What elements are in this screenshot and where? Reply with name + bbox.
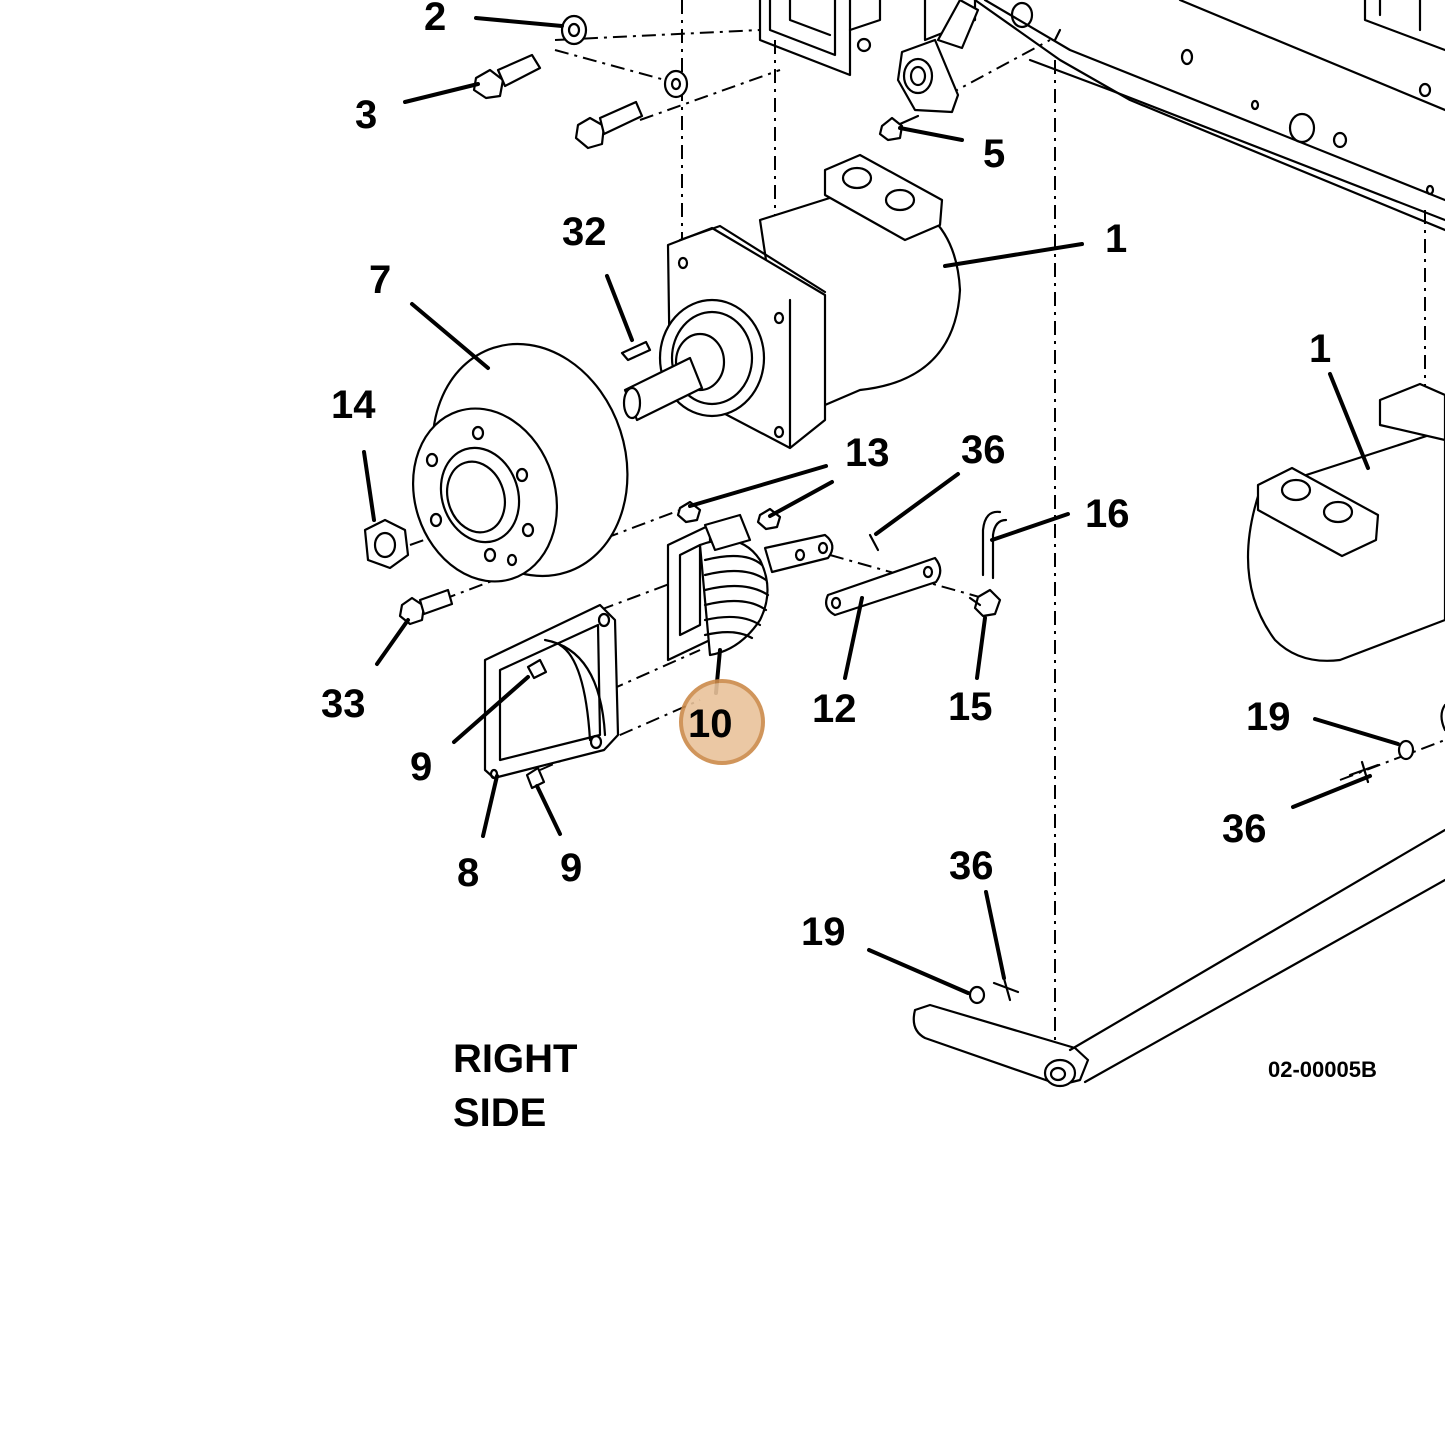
highlight-circle	[679, 679, 765, 765]
callout-5[interactable]: 5	[983, 132, 1005, 176]
callout-36-bottom[interactable]: 36	[949, 844, 994, 888]
callout-1-right[interactable]: 1	[1309, 327, 1331, 371]
callout-9-lower[interactable]: 9	[560, 846, 582, 890]
bottom-arm	[912, 828, 1445, 1088]
callout-13[interactable]: 13	[845, 431, 890, 475]
callout-14[interactable]: 14	[331, 383, 376, 427]
callout-12[interactable]: 12	[812, 687, 857, 731]
callout-32[interactable]: 32	[562, 210, 607, 254]
callout-7[interactable]: 7	[369, 258, 391, 302]
callout-1[interactable]: 1	[1105, 217, 1127, 261]
leader-lines	[362, 16, 1400, 995]
linkage-12	[763, 510, 1008, 618]
frame-chassis	[758, 0, 1445, 232]
hub-flange-7	[411, 342, 629, 583]
callout-19[interactable]: 19	[1246, 695, 1291, 739]
hardware-top	[472, 0, 980, 150]
view-label-line2: SIDE	[453, 1091, 546, 1135]
callout-10[interactable]: 10	[688, 702, 733, 746]
hydraulic-motor-1-right	[1246, 382, 1445, 784]
drawing-code: 02-00005B	[1268, 1057, 1377, 1082]
callout-36[interactable]: 36	[961, 428, 1006, 472]
callout-9[interactable]: 9	[410, 745, 432, 789]
coil-assembly-10	[666, 500, 782, 662]
seal-housing-8	[483, 603, 620, 790]
callout-8[interactable]: 8	[457, 851, 479, 895]
callout-33[interactable]: 33	[321, 682, 366, 726]
callout-19-bottom[interactable]: 19	[801, 910, 846, 954]
callouts: 2 3 5 32 1 7 14 13 36 16 1 33 9 10 12 15…	[321, 0, 1331, 954]
callout-16[interactable]: 16	[1085, 492, 1130, 536]
callout-36-right[interactable]: 36	[1222, 807, 1267, 851]
view-label-line1: RIGHT	[453, 1037, 577, 1081]
callout-3[interactable]: 3	[355, 93, 377, 137]
hardware-left	[363, 518, 454, 626]
callout-15[interactable]: 15	[948, 685, 993, 729]
hydraulic-motor-1	[620, 153, 962, 450]
callout-2[interactable]: 2	[424, 0, 446, 39]
